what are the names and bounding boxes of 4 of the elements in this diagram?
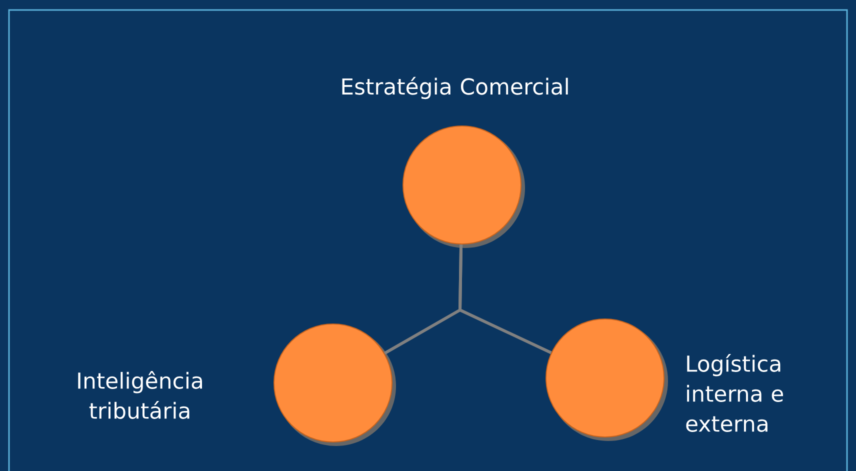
circle-label: Logística interna e externa <box>686 354 783 432</box>
circle-label: Estratégia Comercial <box>342 76 568 100</box>
circle-label: Inteligência tributária <box>78 371 202 419</box>
connector-line <box>458 244 552 354</box>
